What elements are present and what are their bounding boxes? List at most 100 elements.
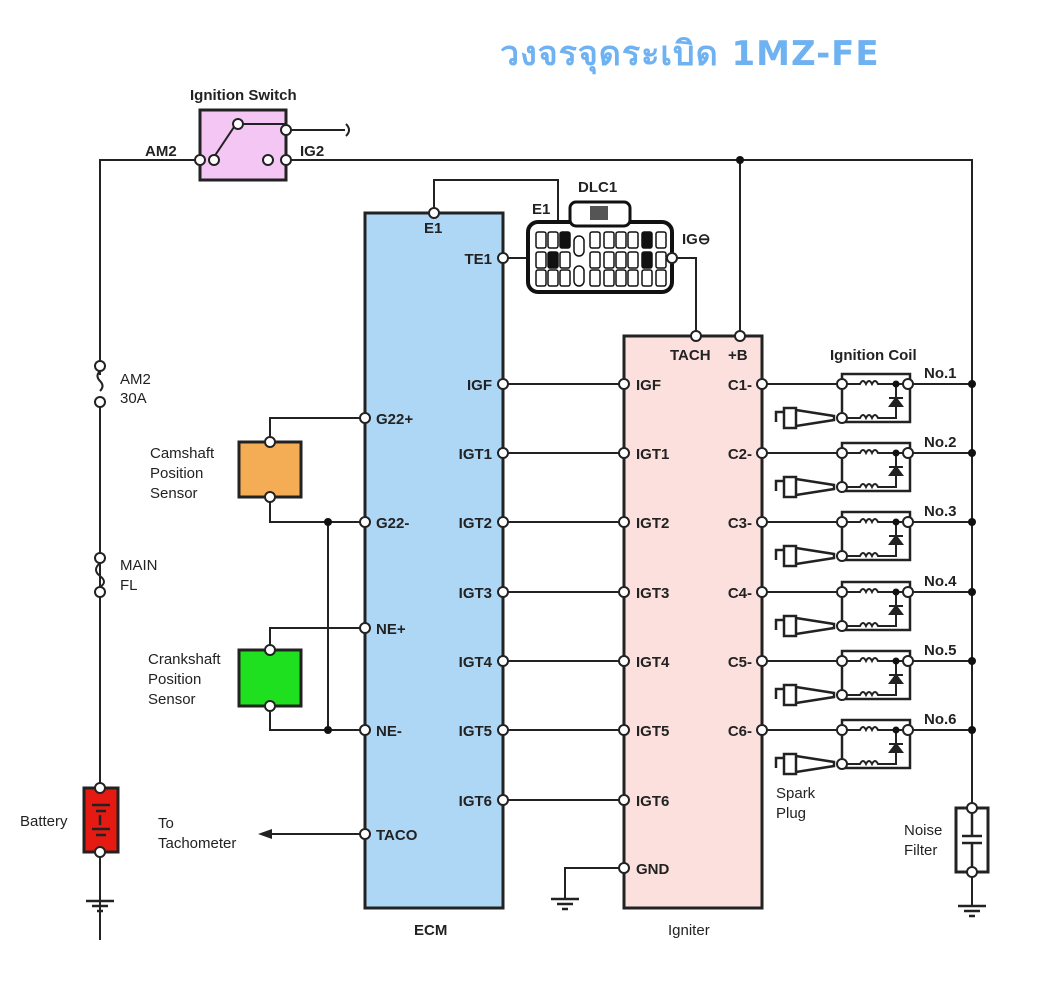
- coil-body[interactable]: [840, 510, 912, 562]
- spark-plug-icon: [774, 683, 836, 707]
- terminal: [359, 622, 371, 634]
- secondary-winding-icon: [847, 453, 897, 490]
- ignition-coil: No.1: [767, 365, 976, 430]
- coil-body[interactable]: [840, 649, 912, 701]
- igniter-terminal-label: IGF: [636, 377, 661, 394]
- e1-wire: [433, 179, 559, 222]
- igniter-terminal-label: GND: [636, 861, 670, 878]
- igniter-tach-label: TACH: [670, 347, 711, 364]
- terminal: [264, 436, 276, 448]
- terminal: [497, 794, 509, 806]
- terminal: [264, 491, 276, 503]
- igniter-terminal-label: IGT3: [636, 585, 669, 602]
- cylinder-label: No.3: [924, 503, 957, 520]
- dlc-key: [573, 265, 585, 287]
- terminal: [428, 207, 440, 219]
- ecm-terminal-label: G22+: [376, 411, 413, 428]
- diagram-title: วงจรจุดระเบิด 1MZ-FE: [500, 34, 880, 74]
- camshaft-label-line: Camshaft: [150, 445, 215, 462]
- terminal: [94, 586, 106, 598]
- crankshaft-sensor-body[interactable]: [237, 648, 303, 708]
- dlc1-connector: DLC1 E1 IG⊖: [526, 179, 710, 294]
- camshaft-sensor-body[interactable]: [237, 440, 303, 499]
- noise-filter-label-line: Filter: [904, 842, 937, 859]
- igniter-terminal-label: IGT1: [636, 446, 669, 463]
- junction-dot: [968, 449, 976, 457]
- terminal: [359, 724, 371, 736]
- battery-label: Battery: [20, 813, 68, 830]
- dlc-pin: [535, 251, 547, 269]
- terminal: [497, 252, 509, 264]
- igniter-body[interactable]: [622, 334, 764, 910]
- battery-cell-icon: [92, 803, 110, 837]
- dlc1-label: DLC1: [578, 179, 617, 196]
- diode-icon: [888, 534, 904, 545]
- junction-dot: [968, 726, 976, 734]
- junction-dot: [892, 449, 900, 457]
- cylinder-label: No.1: [924, 365, 957, 382]
- spark-plug-icon: [774, 475, 836, 499]
- fuse-icon: [96, 370, 104, 392]
- fusible-link-icon: [95, 562, 105, 588]
- ecm-label: ECM: [414, 922, 447, 939]
- dlc-pin: [615, 269, 627, 287]
- terminal: [836, 550, 848, 562]
- dlc1-latch-detail: [590, 206, 608, 220]
- ecm-terminal-label: G22-: [376, 515, 409, 532]
- coil-body[interactable]: [840, 441, 912, 493]
- terminal: [756, 516, 768, 528]
- coil-body[interactable]: [840, 372, 912, 424]
- terminal: [966, 802, 978, 814]
- dlc-pin: [559, 251, 571, 269]
- dlc-pin: [627, 269, 639, 287]
- terminal: [618, 516, 630, 528]
- ignition-switch: Ignition Switch AM2 IG2: [145, 87, 350, 182]
- terminal: [902, 655, 914, 667]
- terminal: [836, 758, 848, 770]
- terminal: [497, 516, 509, 528]
- am2-label: AM2: [145, 143, 177, 160]
- wires: [99, 129, 973, 940]
- coil-body[interactable]: [840, 718, 912, 770]
- ecm-terminal-label: IGT1: [459, 446, 492, 463]
- ignition-switch-body[interactable]: [198, 108, 288, 182]
- junction-dot: [892, 588, 900, 596]
- igniter-ground-wire: [564, 867, 624, 898]
- fuse-am2-rating: 30A: [120, 390, 147, 407]
- secondary-winding-icon: [847, 384, 897, 421]
- terminal: [264, 644, 276, 656]
- junction-dot: [892, 380, 900, 388]
- terminal: [497, 378, 509, 390]
- terminal: [618, 378, 630, 390]
- secondary-winding-icon: [847, 661, 897, 698]
- junction-dot: [892, 726, 900, 734]
- igniter-terminal-label: C3-: [728, 515, 752, 532]
- ecm-e1-label: E1: [424, 220, 442, 237]
- cylinder-label: No.5: [924, 642, 957, 659]
- terminal: [359, 412, 371, 424]
- terminal: [262, 154, 274, 166]
- terminal: [836, 447, 848, 459]
- coil-body[interactable]: [840, 580, 912, 632]
- junction-dot: [968, 657, 976, 665]
- ignition-coil-label: Ignition Coil: [830, 347, 917, 364]
- ground-icon: [551, 897, 579, 911]
- dlc-pin: [627, 251, 639, 269]
- diode-icon: [888, 673, 904, 684]
- dlc-pin: [655, 231, 667, 249]
- dlc-pin: [655, 251, 667, 269]
- camshaft-label-line: Sensor: [150, 485, 198, 502]
- terminal: [359, 828, 371, 840]
- terminal: [902, 378, 914, 390]
- terminal: [756, 655, 768, 667]
- ecm-body[interactable]: [363, 211, 505, 910]
- ground-icon: [86, 899, 114, 913]
- camshaft-position-sensor: Camshaft Position Sensor: [150, 436, 303, 503]
- diode-icon: [888, 604, 904, 615]
- ecm-terminal-label: NE-: [376, 723, 402, 740]
- camshaft-wire: [269, 417, 365, 523]
- igniter-label: Igniter: [668, 922, 710, 939]
- tach-wire: [672, 257, 697, 336]
- terminal: [194, 154, 206, 166]
